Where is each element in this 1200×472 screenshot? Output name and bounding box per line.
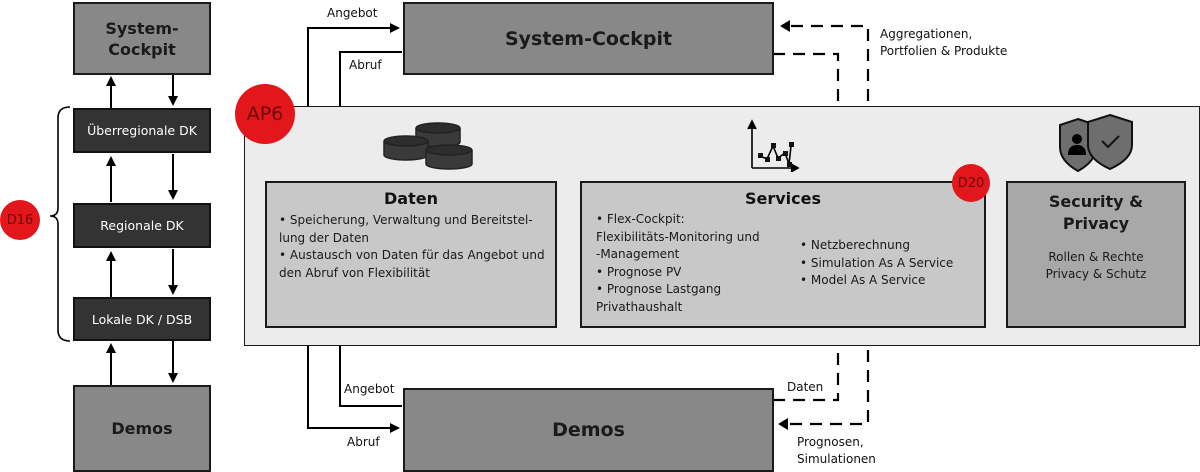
services-item: • Netzberechnung <box>800 238 910 252</box>
services-box[interactable]: Services • Flex-Cockpit: Flexibilitäts-M… <box>580 181 986 328</box>
prognosen-line1: Prognosen, <box>797 435 864 449</box>
arrow-angebot-bottom <box>335 330 402 407</box>
daten-body: • Speicherung, Verwaltung und Bereitstel… <box>267 208 555 282</box>
bottom-angebot-label: Angebot <box>344 382 395 396</box>
bottom-demos-label: Demos <box>552 419 625 441</box>
bottom-daten-label: Daten <box>787 380 824 394</box>
dashed-demos-to-services <box>773 340 840 402</box>
level-regionale-dk-label: Regionale DK <box>100 218 184 233</box>
security-title: Security & Privacy <box>1049 191 1143 235</box>
services-item: Flexibilitäts-Monitoring und <box>596 229 760 244</box>
security-privacy-box[interactable]: Security & Privacy Rollen & Rechte Priva… <box>1006 181 1186 328</box>
level-lokale-dk-dsb[interactable]: Lokale DK / DSB <box>73 297 211 341</box>
prognosen-line2: Simulationen <box>797 452 876 466</box>
security-title-line1: Security & <box>1048 192 1144 211</box>
services-item: • Prognose PV <box>596 264 682 279</box>
d16-badge-label: D16 <box>6 212 34 228</box>
chart-icon <box>747 119 800 172</box>
security-item: Rollen & Rechte <box>1048 250 1144 264</box>
level-regionale-dk[interactable]: Regionale DK <box>73 203 211 248</box>
top-system-cockpit-box[interactable]: System-Cockpit <box>403 2 774 75</box>
dashed-services-to-demos <box>782 330 870 426</box>
daten-item-1b: lung der Daten <box>279 230 370 245</box>
level-lokale-dk-dsb-label: Lokale DK / DSB <box>91 311 193 327</box>
aggregations-label: Aggregationen, Portfolien & Produkte <box>880 26 1007 60</box>
bottom-abruf-label: Abruf <box>347 435 380 449</box>
bottom-demos-box[interactable]: Demos <box>403 388 774 472</box>
daten-box[interactable]: Daten • Speicherung, Verwaltung und Bere… <box>265 181 557 328</box>
database-icon <box>383 122 473 170</box>
top-abruf-label: Abruf <box>349 58 382 72</box>
left-demos-box[interactable]: Demos <box>73 385 211 472</box>
services-item: Privathaushalt <box>596 299 683 314</box>
services-item: • Flex-Cockpit: <box>596 212 685 226</box>
top-angebot-label: Angebot <box>327 6 378 20</box>
daten-item-2a: • Austausch von Daten für das Angebot un… <box>279 248 545 262</box>
left-demos-label: Demos <box>111 419 173 438</box>
arrowhead-services-to-cockpit <box>780 20 790 32</box>
d20-badge-label: D20 <box>957 175 985 191</box>
shield-user-check-icon <box>1059 113 1133 173</box>
daten-item-2b: den Abruf von Flexibilität <box>279 265 430 280</box>
services-item: -Management <box>596 247 680 261</box>
left-system-cockpit-line1: System- <box>105 18 179 38</box>
security-item: Privacy & Schutz <box>1045 267 1147 281</box>
services-item: • Prognose Lastgang <box>596 282 722 296</box>
services-title: Services <box>744 189 822 208</box>
ap6-badge: AP6 <box>235 84 295 144</box>
arrowhead-services-to-demos <box>778 418 788 430</box>
top-system-cockpit-label: System-Cockpit <box>504 27 673 50</box>
daten-item-1a: • Speicherung, Verwaltung und Bereitstel… <box>279 213 533 227</box>
security-title-line2: Privacy <box>1062 214 1130 233</box>
aggregations-line2: Portfolien & Produkte <box>880 44 1008 58</box>
left-system-cockpit-line2: Cockpit <box>108 39 176 59</box>
aggregations-line1: Aggregationen, <box>880 27 973 41</box>
level-ueberregionale-dk[interactable]: Überregionale DK <box>73 108 211 153</box>
ap6-badge-label: AP6 <box>246 103 284 125</box>
services-left-list: • Flex-Cockpit: Flexibilitäts-Monitoring… <box>596 211 760 316</box>
services-item: • Simulation As A Service <box>800 255 954 270</box>
services-item: • Model As A Service <box>800 273 926 287</box>
d16-bracket <box>49 106 71 342</box>
arrow-abruf-bottom <box>307 410 400 433</box>
d16-badge: D16 <box>0 200 40 240</box>
services-right-list: • Netzberechnung • Simulation As A Servi… <box>800 237 953 290</box>
prognosen-label: Prognosen, Simulationen <box>797 434 876 468</box>
security-items: Rollen & Rechte Privacy & Schutz <box>1046 249 1147 283</box>
daten-title: Daten <box>384 189 438 208</box>
level-ueberregionale-dk-label: Überregionale DK <box>87 123 197 138</box>
d20-badge: D20 <box>952 164 990 202</box>
left-system-cockpit-box[interactable]: System- Cockpit <box>73 2 211 75</box>
